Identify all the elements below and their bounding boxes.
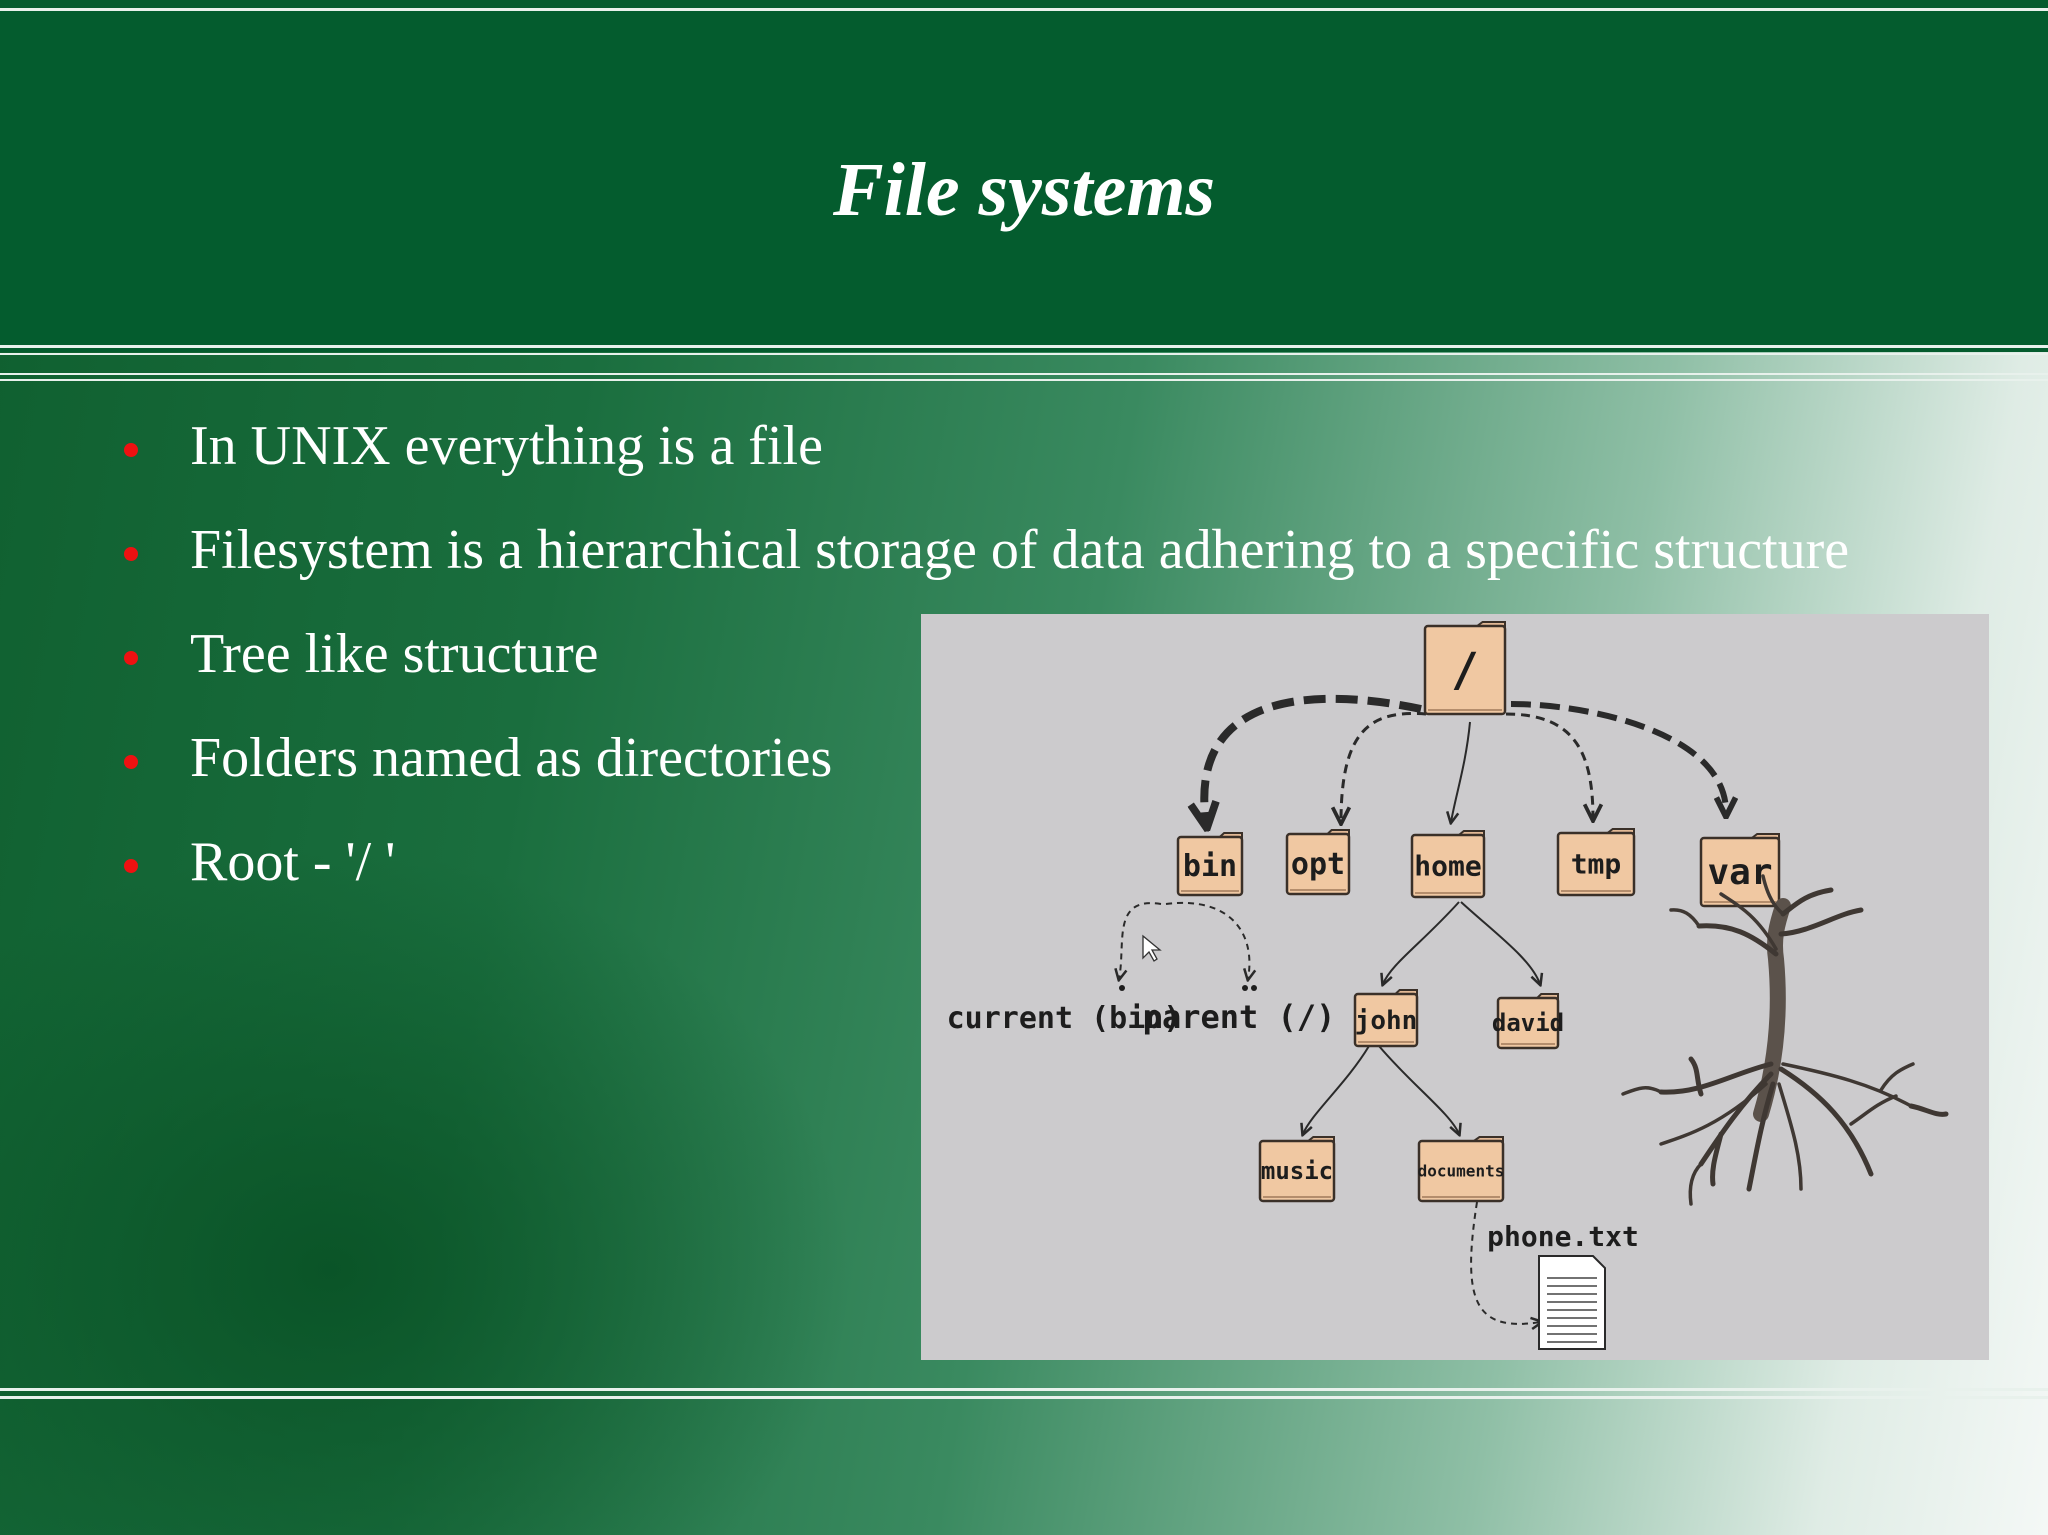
bullet-text: Tree like structure	[190, 623, 599, 685]
folder-documents: documents	[1417, 1136, 1505, 1203]
divider-line	[0, 1396, 2048, 1399]
bullet-item: Filesystem is a hierarchical storage of …	[118, 516, 1878, 585]
folder-var: var	[1699, 833, 1781, 908]
bullet-item: Root - '/ '	[118, 828, 1878, 897]
folder-icon	[1258, 1139, 1336, 1203]
folder-icon	[1417, 1139, 1505, 1203]
folder-label: tmp	[1571, 848, 1622, 881]
bullet-icon	[124, 859, 138, 873]
diagram-canvas: / bin opt home tmp var john david music documents…	[947, 621, 1949, 1350]
folder-label: /	[1451, 643, 1479, 697]
folder-icon	[1176, 835, 1244, 897]
connector-arrow	[1510, 701, 1726, 812]
slide-title: File systems	[832, 148, 1216, 232]
connector-arrow	[1165, 901, 1249, 979]
divider-line	[0, 8, 2048, 11]
connector-arrow	[1383, 901, 1460, 984]
bullet-text: Folders named as directories	[190, 727, 833, 789]
folder-icon	[1285, 832, 1351, 896]
folder-music: music	[1258, 1136, 1336, 1203]
tree-icon	[1621, 874, 1949, 1206]
folder-home: home	[1410, 830, 1486, 899]
current-dir-dot	[1119, 985, 1125, 991]
divider-line	[0, 353, 2048, 355]
folder-icon	[1423, 624, 1507, 716]
divider-line	[0, 1388, 2048, 1391]
file-icon	[1538, 1255, 1606, 1350]
bullet-list: In UNIX everything is a file Filesystem …	[118, 412, 1878, 932]
folder-label: music	[1261, 1157, 1333, 1185]
bullet-icon	[124, 547, 138, 561]
bullet-text: Filesystem is a hierarchical storage of …	[190, 519, 1850, 581]
parent-dir-label: parent (/)	[1143, 998, 1336, 1036]
connector-arrow	[1341, 712, 1427, 822]
folder-label: david	[1492, 1009, 1564, 1037]
folder-label: var	[1707, 852, 1772, 893]
folder-bin: bin	[1176, 832, 1244, 897]
connector-arrow	[1119, 902, 1162, 979]
connector-arrow	[1470, 1201, 1541, 1324]
parent-dir-dot	[1251, 985, 1257, 991]
bullet-icon	[124, 443, 138, 457]
file-label: phone.txt	[1487, 1220, 1639, 1253]
cursor-icon	[1142, 934, 1162, 962]
divider-line	[0, 373, 2048, 375]
folder-label: bin	[1183, 849, 1237, 884]
divider-line	[0, 379, 2048, 381]
folder-icon	[1556, 831, 1636, 897]
folder-icon	[1410, 833, 1486, 899]
folder-john: john	[1353, 989, 1419, 1048]
folder-label: opt	[1291, 847, 1345, 882]
connector-arrow	[1505, 712, 1593, 819]
connector-arrow	[1204, 694, 1422, 822]
connector-arrow	[1378, 1045, 1459, 1134]
bullet-item: Tree like structure	[118, 620, 1878, 689]
bullet-text: Root - '/ '	[190, 831, 396, 893]
bullet-text: In UNIX everything is a file	[190, 415, 823, 477]
folder-icon	[1496, 996, 1560, 1050]
connector-arrow	[1303, 1045, 1370, 1134]
title-bar	[0, 0, 2048, 352]
folder-label: documents	[1418, 1161, 1505, 1180]
folder-tmp: tmp	[1556, 828, 1636, 897]
bullet-item: Folders named as directories	[118, 724, 1878, 793]
filesystem-diagram: / bin opt home tmp var john david music documents…	[921, 614, 1989, 1360]
folder-label: john	[1355, 1006, 1418, 1036]
connector-arrow	[1460, 901, 1540, 984]
folder-opt: opt	[1285, 829, 1351, 896]
diagram-nodes: / bin opt home tmp var john david music documents…	[947, 621, 1949, 1350]
bullet-icon	[124, 651, 138, 665]
diagram-connectors	[1119, 694, 1726, 1324]
folder-root: /	[1423, 621, 1507, 716]
parent-dir-dot	[1242, 985, 1248, 991]
bullet-item: In UNIX everything is a file	[118, 412, 1878, 481]
bullet-icon	[124, 755, 138, 769]
current-dir-label: current (bin)	[947, 1001, 1182, 1036]
connector-arrow	[1451, 721, 1471, 822]
folder-david: david	[1492, 993, 1564, 1050]
folder-label: home	[1414, 850, 1481, 883]
divider-line	[0, 345, 2048, 348]
folder-icon	[1353, 992, 1419, 1048]
